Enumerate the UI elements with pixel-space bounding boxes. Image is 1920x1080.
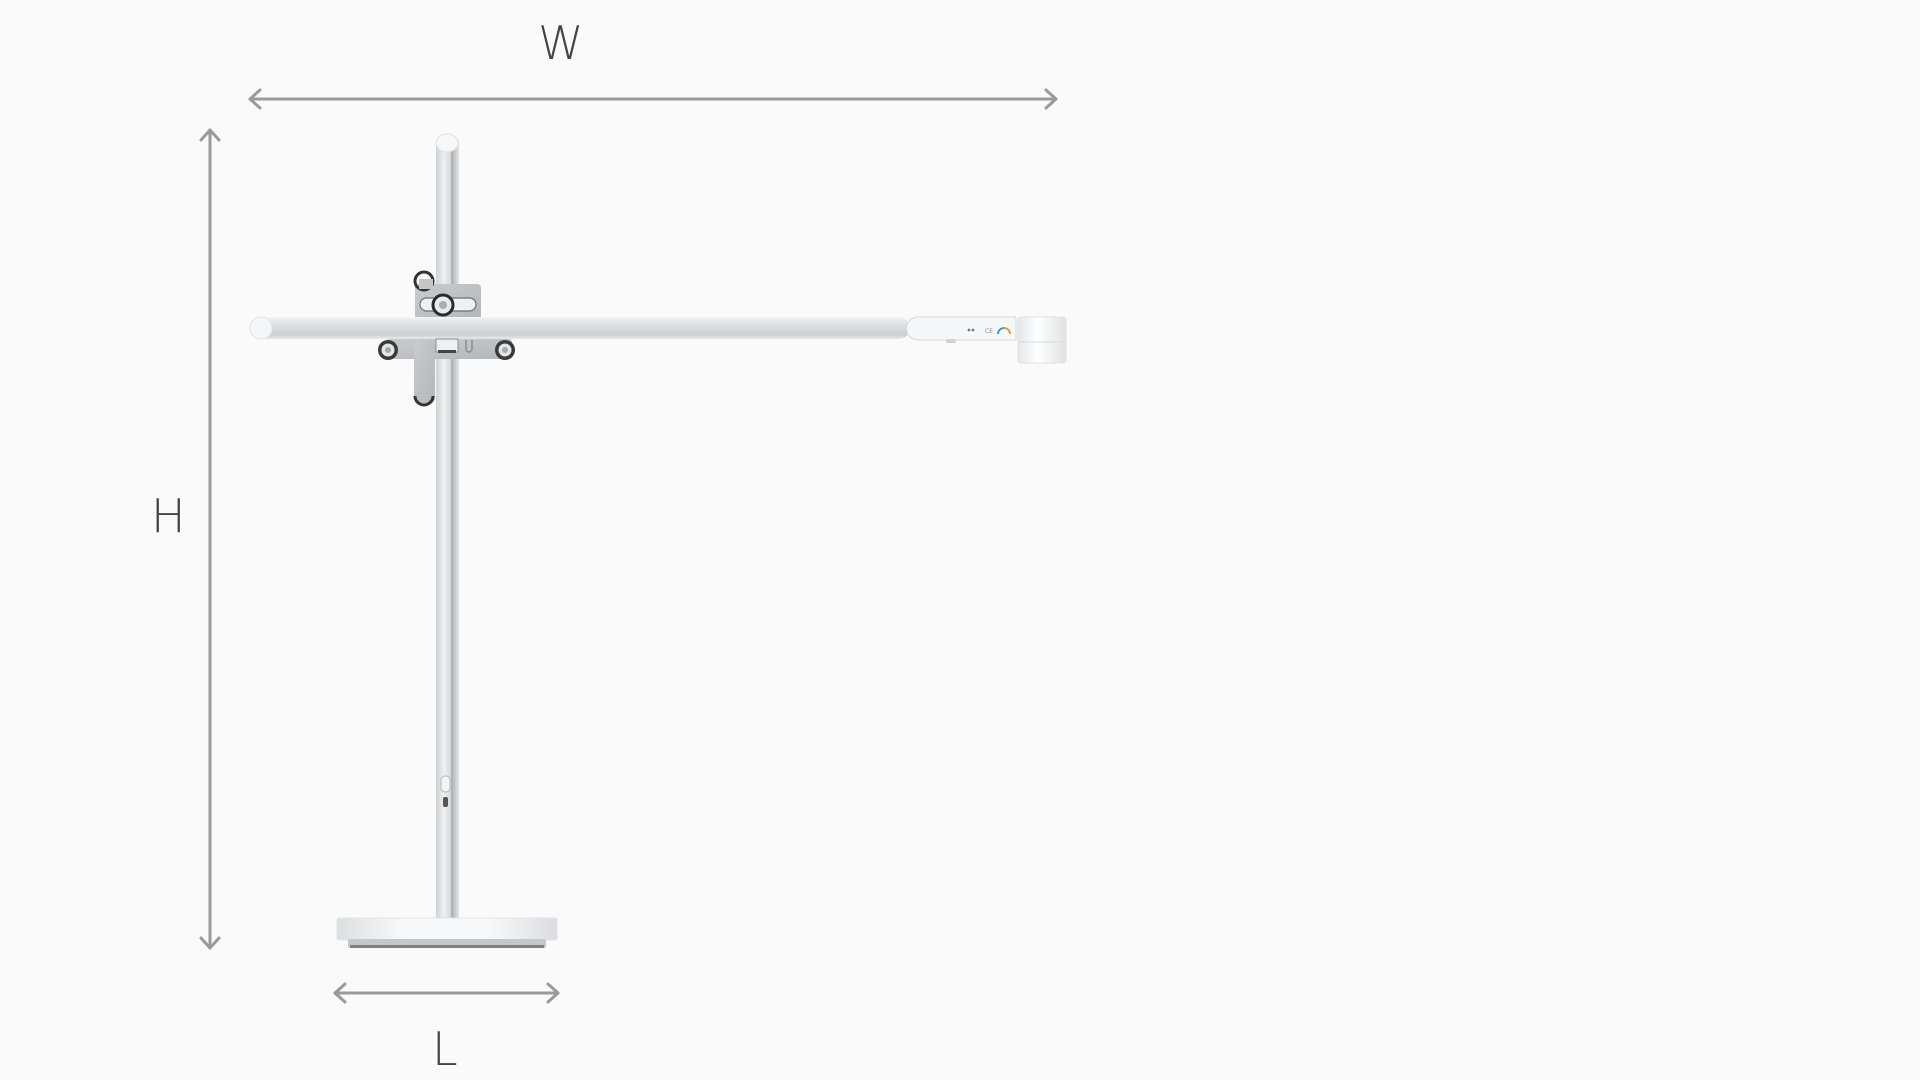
- desk-lamp: CE: [249, 133, 1067, 948]
- lamp-base: [336, 917, 558, 941]
- carriage-wheel-bottom: [413, 395, 435, 407]
- usb-button: [440, 775, 451, 793]
- height-arrow: [199, 128, 221, 950]
- carriage-wheel-left: [378, 340, 398, 360]
- width-label: W: [538, 16, 584, 70]
- carriage-wheel-right: [495, 340, 515, 360]
- certification-marks: CE: [967, 327, 1011, 335]
- lamp-arm: [250, 317, 910, 339]
- carriage-tab: [414, 339, 435, 403]
- height-label: H: [151, 489, 186, 543]
- svg-text:CE: CE: [985, 328, 993, 335]
- usb-port: [443, 797, 448, 807]
- pole-top-cap: [435, 133, 459, 153]
- lamp-head: [1017, 316, 1067, 364]
- length-arrow: [333, 982, 560, 1004]
- arm-control-segment: [906, 316, 1017, 341]
- length-label: L: [432, 1022, 458, 1076]
- width-arrow: [248, 88, 1058, 110]
- arm-end-cap: [249, 316, 273, 340]
